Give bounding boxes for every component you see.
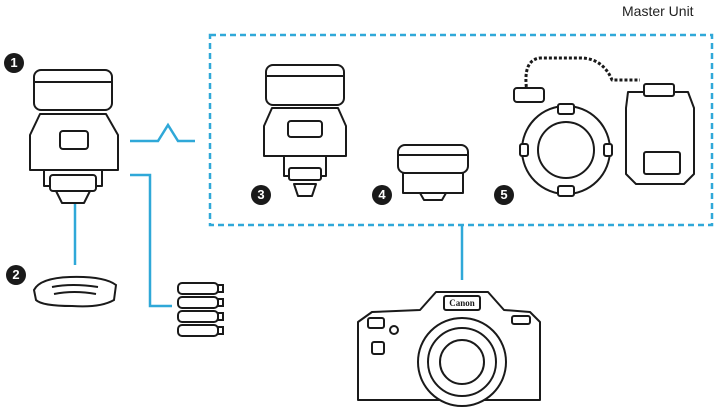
wireless-link-line <box>130 125 195 141</box>
battery-link-line <box>130 175 172 306</box>
camera-brand-label: Canon <box>449 298 475 308</box>
camera-body-icon <box>358 292 540 406</box>
speedlite-icon <box>264 65 346 196</box>
ring-lite-icon <box>514 58 694 196</box>
mount-clip-icon <box>34 277 116 307</box>
batteries-icon <box>178 283 223 336</box>
transmitter-icon <box>398 145 468 200</box>
remote-flash-icon <box>30 70 118 203</box>
